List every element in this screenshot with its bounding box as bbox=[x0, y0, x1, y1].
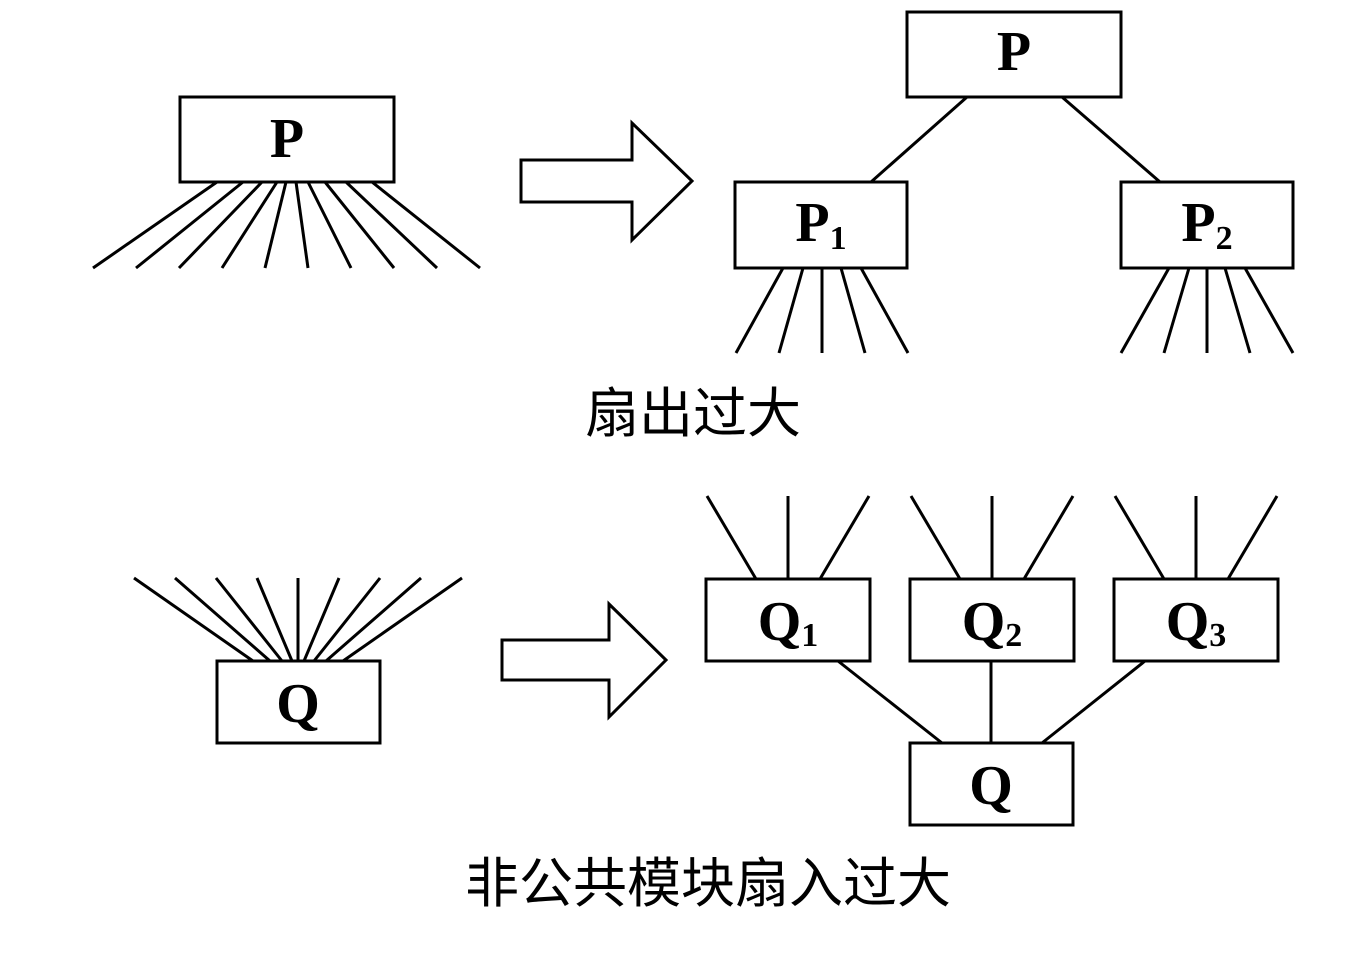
q3-fan-lines bbox=[1113, 495, 1279, 580]
edge-q1-q bbox=[837, 659, 943, 745]
fan-in-caption: 非公共模块扇入过大 bbox=[465, 852, 951, 915]
p2-fan-lines bbox=[1119, 267, 1295, 354]
edge-q3-q bbox=[1041, 659, 1146, 745]
transform-arrow-bottom bbox=[500, 600, 669, 721]
edge-p-p1 bbox=[870, 95, 968, 184]
module-q3-label: Q3 bbox=[1166, 591, 1227, 654]
module-q-box bbox=[215, 659, 382, 745]
module-q1-box bbox=[704, 577, 872, 663]
module-p-box bbox=[178, 95, 396, 184]
fan-in-before-lines bbox=[133, 576, 463, 663]
module-q-bottom-label: Q bbox=[969, 755, 1013, 817]
module-q1-label: Q1 bbox=[758, 591, 819, 654]
transform-arrow-top bbox=[519, 119, 695, 244]
fan-out-caption: 扇出过大 bbox=[585, 382, 801, 445]
module-q2-label: Q2 bbox=[962, 591, 1023, 654]
module-p-top-label: P bbox=[997, 21, 1031, 83]
module-q-label: Q bbox=[276, 673, 320, 735]
module-p1-box bbox=[733, 180, 909, 270]
fan-in-before: Q bbox=[133, 576, 463, 745]
edge-p-p2 bbox=[1061, 95, 1161, 184]
module-q3-box bbox=[1112, 577, 1280, 663]
module-p2-label: P2 bbox=[1181, 192, 1232, 257]
module-p1-label: P1 bbox=[795, 192, 846, 257]
q1-fan-lines bbox=[705, 495, 871, 580]
module-q-bottom-box bbox=[908, 741, 1075, 827]
fan-out-before: P bbox=[92, 95, 481, 270]
module-p2-box bbox=[1119, 180, 1295, 270]
p1-fan-lines bbox=[734, 267, 910, 354]
module-p-label: P bbox=[270, 108, 304, 170]
module-p-top-box bbox=[905, 10, 1123, 99]
fan-out-after: P P1 P2 bbox=[733, 10, 1295, 354]
fan-in-after: Q1 Q2 Q3 Q bbox=[704, 495, 1280, 827]
q2-fan-lines bbox=[909, 495, 1075, 580]
module-q2-box bbox=[908, 577, 1076, 663]
fan-out-before-lines bbox=[92, 180, 481, 270]
